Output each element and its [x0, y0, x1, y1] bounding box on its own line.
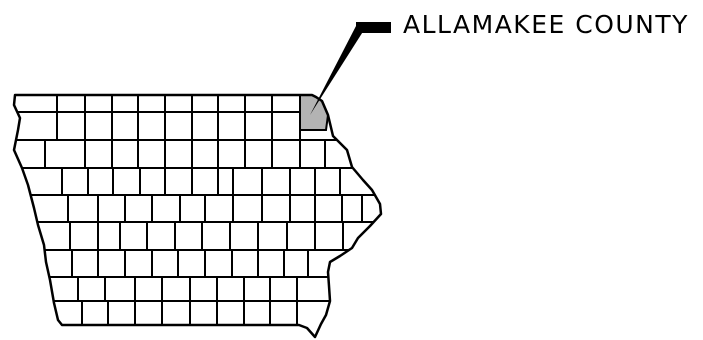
callout-leader-line — [310, 26, 364, 115]
iowa-state-outline — [12, 93, 383, 339]
highlighted-county-shape — [299, 94, 330, 131]
county-grid — [14, 95, 381, 325]
callout-leader-bar — [356, 22, 391, 33]
highlighted-county-label: ALLAMAKEE COUNTY — [403, 10, 689, 39]
